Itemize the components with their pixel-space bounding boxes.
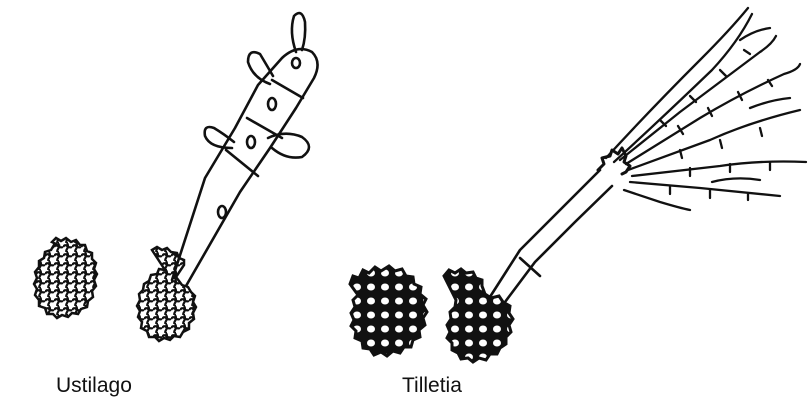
- ustilago-label: Ustilago: [56, 374, 132, 398]
- tilletia-germinating-spore: [444, 269, 513, 362]
- ustilago-promycelium: [172, 13, 318, 286]
- tilletia-resting-spore: [350, 266, 427, 356]
- ustilago-resting-spore: [34, 238, 97, 318]
- tilletia-label: Tilletia: [402, 374, 462, 398]
- tilletia-promycelium: [488, 148, 630, 306]
- ustilago-germinating-spore: [137, 247, 196, 341]
- ustilago-group: [34, 13, 318, 341]
- tilletia-group: [350, 8, 806, 362]
- tilletia-sporidia-tuft: [606, 8, 806, 210]
